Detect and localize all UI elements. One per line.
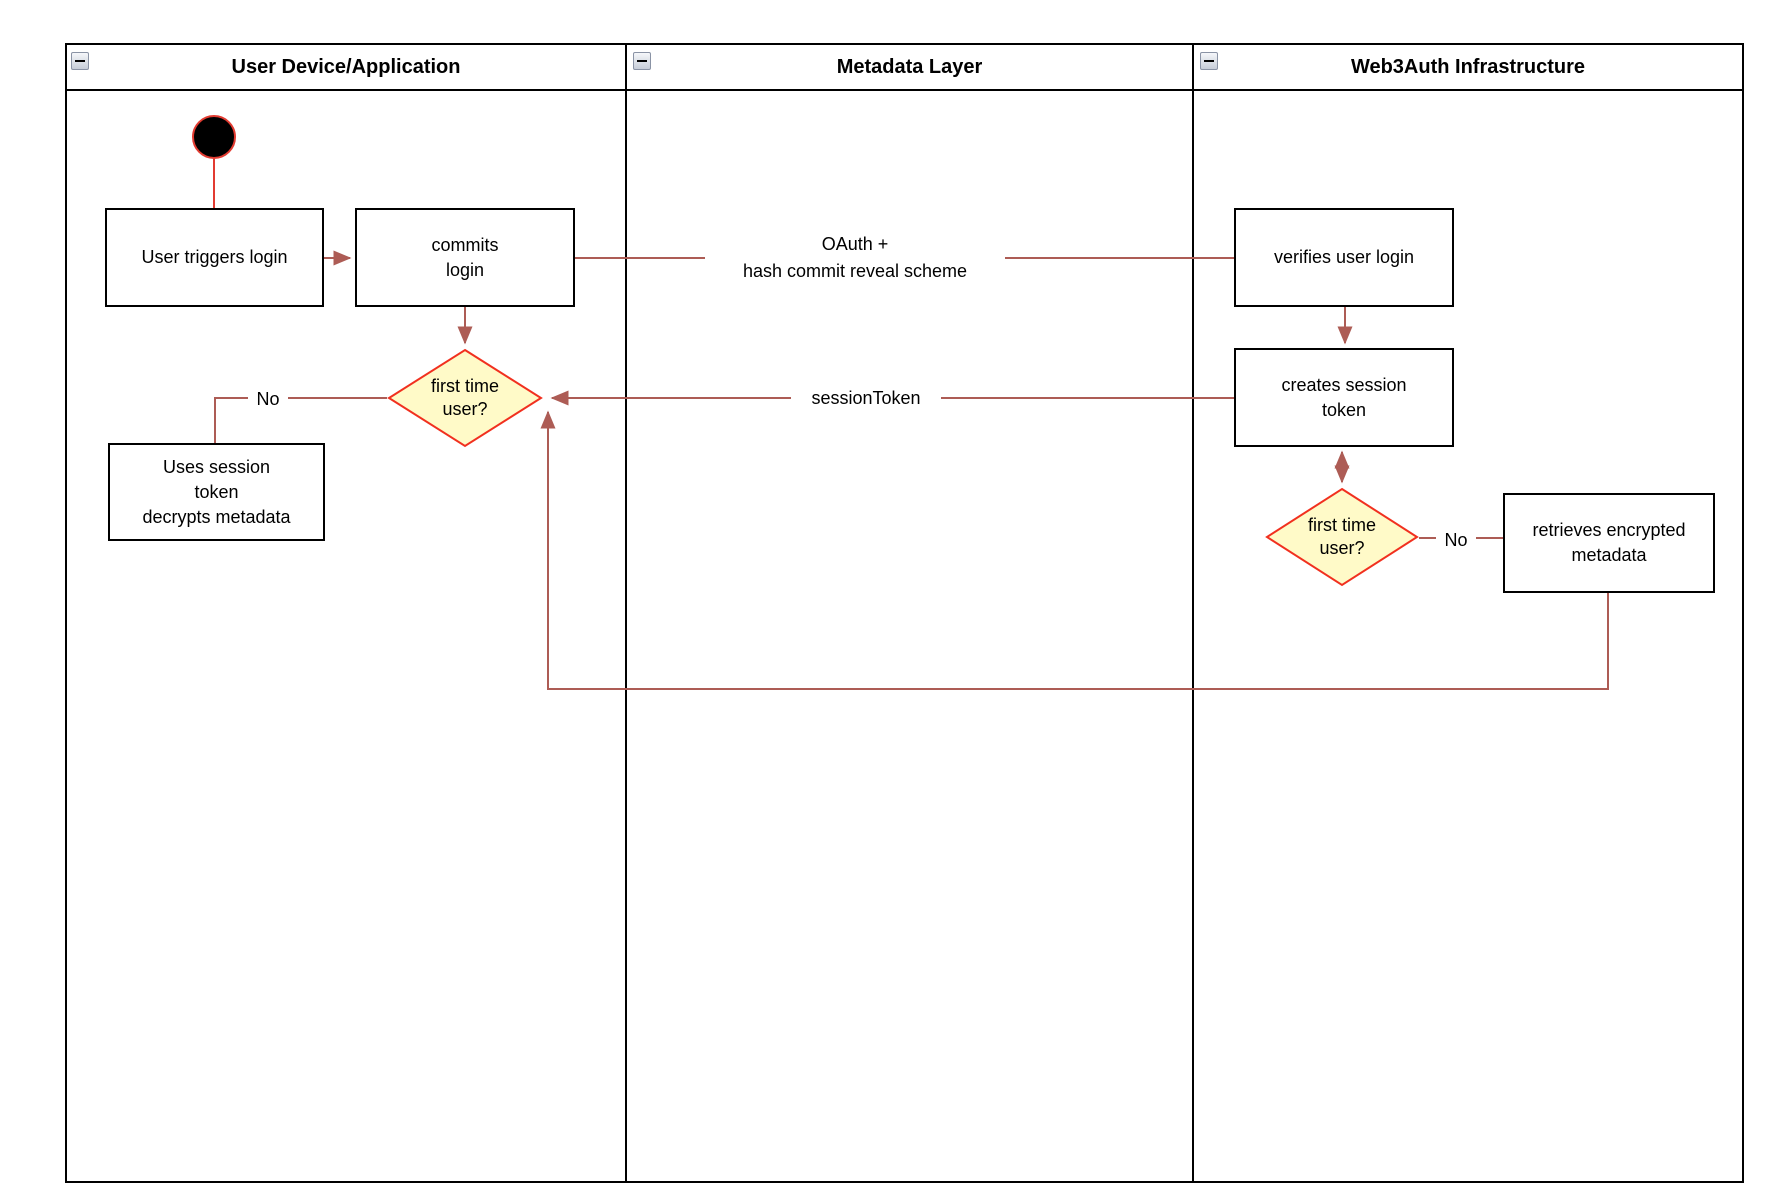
node-retrieves-encrypted-metadata[interactable]: retrieves encrypted metadata bbox=[1503, 493, 1715, 593]
node-label: creates session token bbox=[1281, 374, 1407, 420]
node-label: User triggers login bbox=[141, 247, 288, 267]
collapse-lane-icon[interactable] bbox=[71, 52, 89, 70]
node-label: retrieves encrypted metadata bbox=[1532, 520, 1686, 565]
minus-icon bbox=[637, 60, 647, 62]
minus-icon bbox=[75, 60, 85, 62]
decision-label: first time user? bbox=[430, 376, 499, 419]
collapse-lane-icon[interactable] bbox=[1200, 52, 1218, 70]
decision-label: first time user? bbox=[1307, 515, 1376, 558]
minus-icon bbox=[1204, 60, 1214, 62]
header-separator bbox=[67, 89, 1742, 91]
edge-retrieves-feedback-to-first-time-1[interactable] bbox=[540, 410, 1609, 690]
node-label: commits login bbox=[431, 234, 499, 280]
lane-title-metadata-layer: Metadata Layer bbox=[836, 55, 983, 78]
node-label: verifies user login bbox=[1273, 247, 1415, 267]
lane-title-user-device: User Device/Application bbox=[231, 55, 461, 78]
decision-first-time-user-2[interactable]: first time user? bbox=[1265, 487, 1419, 587]
edge-label-no-2[interactable]: No bbox=[1436, 526, 1476, 554]
node-verifies-user-login[interactable]: verifies user login bbox=[1234, 208, 1454, 307]
node-commits-login[interactable]: commits login bbox=[355, 208, 575, 307]
edge-label-oauth[interactable]: OAuth + hash commit reveal scheme bbox=[705, 231, 1005, 285]
edge-first-time-1-no-to-uses-session[interactable] bbox=[214, 397, 387, 443]
lane-title-web3auth: Web3Auth Infrastructure bbox=[1350, 55, 1586, 78]
lane-header-user-device[interactable]: User Device/Application bbox=[67, 45, 625, 89]
lane-header-web3auth[interactable]: Web3Auth Infrastructure bbox=[1194, 45, 1742, 89]
lane-separator-1 bbox=[625, 45, 627, 1181]
decision-first-time-user-1[interactable]: first time user? bbox=[387, 348, 543, 448]
lane-header-metadata-layer[interactable]: Metadata Layer bbox=[627, 45, 1192, 89]
node-label: Uses session token decrypts metadata bbox=[142, 456, 291, 527]
node-user-triggers-login[interactable]: User triggers login bbox=[105, 208, 324, 307]
start-node[interactable] bbox=[192, 115, 236, 159]
edge-label-no-1[interactable]: No bbox=[248, 385, 288, 413]
edge-label-sessiontoken[interactable]: sessionToken bbox=[791, 384, 941, 412]
node-uses-session-token[interactable]: Uses session token decrypts metadata bbox=[108, 443, 325, 541]
collapse-lane-icon[interactable] bbox=[633, 52, 651, 70]
lane-separator-2 bbox=[1192, 45, 1194, 1181]
node-creates-session-token[interactable]: creates session token bbox=[1234, 348, 1454, 447]
